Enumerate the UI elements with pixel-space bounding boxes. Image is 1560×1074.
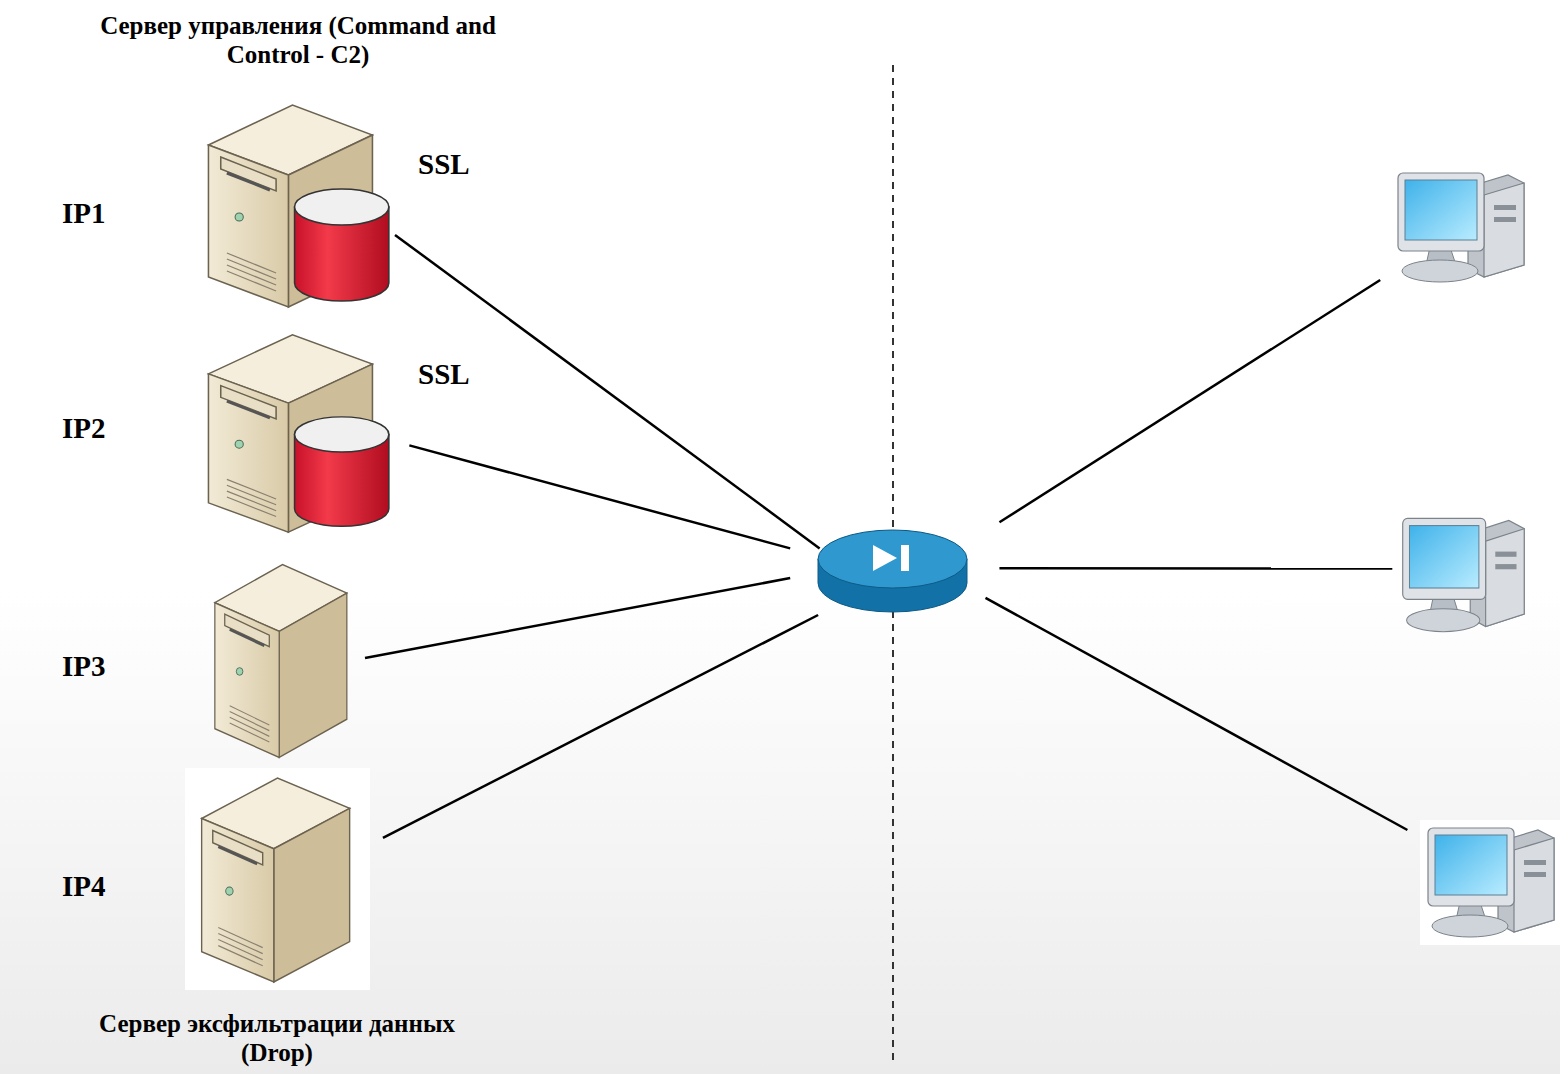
protocol-label: SSL — [418, 358, 470, 391]
ip-label: IP2 — [62, 412, 106, 445]
workstation-icon — [1420, 820, 1560, 945]
workstation-icon — [1390, 165, 1530, 290]
icon-picture — [190, 325, 395, 540]
protocol-label: SSL — [418, 148, 470, 181]
ip-label: IP1 — [62, 197, 106, 230]
server-role-heading: Сервер эксфильтрации данных (Drop) — [62, 1010, 492, 1068]
icon-picture — [200, 555, 365, 765]
icon-picture — [190, 95, 395, 315]
server-icon: IP2 — [190, 325, 395, 540]
ip-label: IP3 — [62, 650, 106, 683]
network-link — [986, 598, 1408, 830]
server-icon: Сервер управления (Command and Control -… — [190, 95, 395, 315]
network-link — [409, 445, 790, 548]
workstation-icon — [1395, 510, 1530, 640]
network-link — [999, 567, 1392, 570]
icon-picture — [1420, 820, 1560, 945]
server-icon: IP4Сервер эксфильтрации данных (Drop) — [185, 768, 370, 990]
icon-picture — [1390, 165, 1530, 290]
network-link — [383, 615, 818, 838]
router-icon — [815, 525, 970, 615]
icon-picture — [815, 525, 970, 615]
server-role-heading: Сервер управления (Command and Control -… — [88, 12, 508, 70]
network-link — [365, 578, 790, 658]
server-icon: IP3 — [200, 555, 365, 765]
network-link — [395, 235, 820, 548]
icon-picture — [185, 768, 370, 990]
icon-picture — [1395, 510, 1530, 640]
ip-label: IP4 — [62, 870, 106, 903]
network-link — [999, 280, 1380, 522]
